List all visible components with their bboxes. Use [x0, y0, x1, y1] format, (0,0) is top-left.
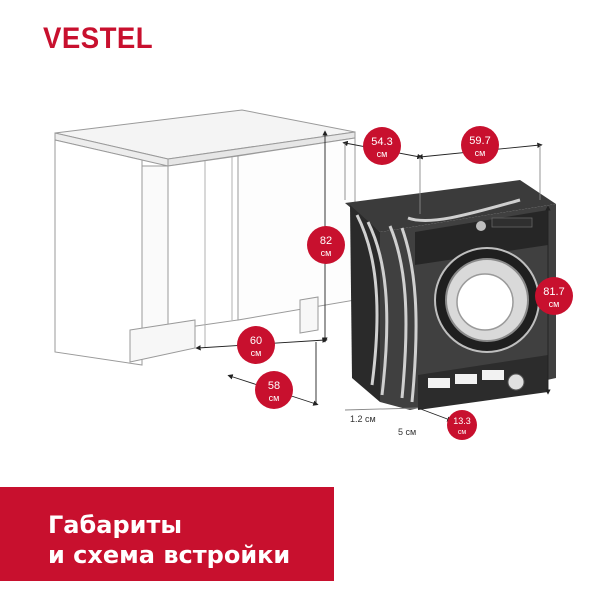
svg-text:см: см — [377, 149, 388, 159]
banner-line-1: Габариты — [48, 511, 183, 539]
washing-machine — [345, 180, 556, 410]
svg-text:58: 58 — [268, 380, 280, 392]
banner-line-2: и схема встройки — [48, 541, 291, 569]
badge-width-top: 59.7 см — [461, 126, 499, 164]
svg-text:13.3: 13.3 — [453, 416, 471, 426]
badge-niche-width: 60 см — [237, 326, 275, 364]
svg-text:см: см — [321, 248, 332, 258]
svg-text:см: см — [269, 393, 280, 403]
title-banner — [0, 487, 334, 581]
svg-text:82: 82 — [320, 235, 332, 247]
banner-title: Габариты и схема встройки — [48, 510, 290, 570]
badge-depth-top: 54.3 см — [363, 127, 401, 165]
vestel-logo: VESTEL — [43, 22, 154, 55]
svg-text:81.7: 81.7 — [543, 286, 564, 298]
badge-machine-height: 81.7 см — [535, 277, 573, 315]
svg-text:54.3: 54.3 — [371, 136, 392, 148]
svg-text:см: см — [549, 299, 560, 309]
side-gap-label: 1.2 см — [350, 414, 376, 424]
badge-niche-depth: 58 см — [255, 371, 293, 409]
front-gap-label: 5 см — [398, 427, 416, 437]
badge-plinth-gap: 13.3 см — [447, 410, 477, 440]
svg-text:см: см — [475, 148, 486, 158]
svg-text:см: см — [251, 348, 262, 358]
svg-text:см: см — [458, 429, 467, 436]
badge-cabinet-height: 82 см — [307, 226, 345, 264]
svg-text:59.7: 59.7 — [469, 135, 490, 147]
svg-text:60: 60 — [250, 335, 262, 347]
